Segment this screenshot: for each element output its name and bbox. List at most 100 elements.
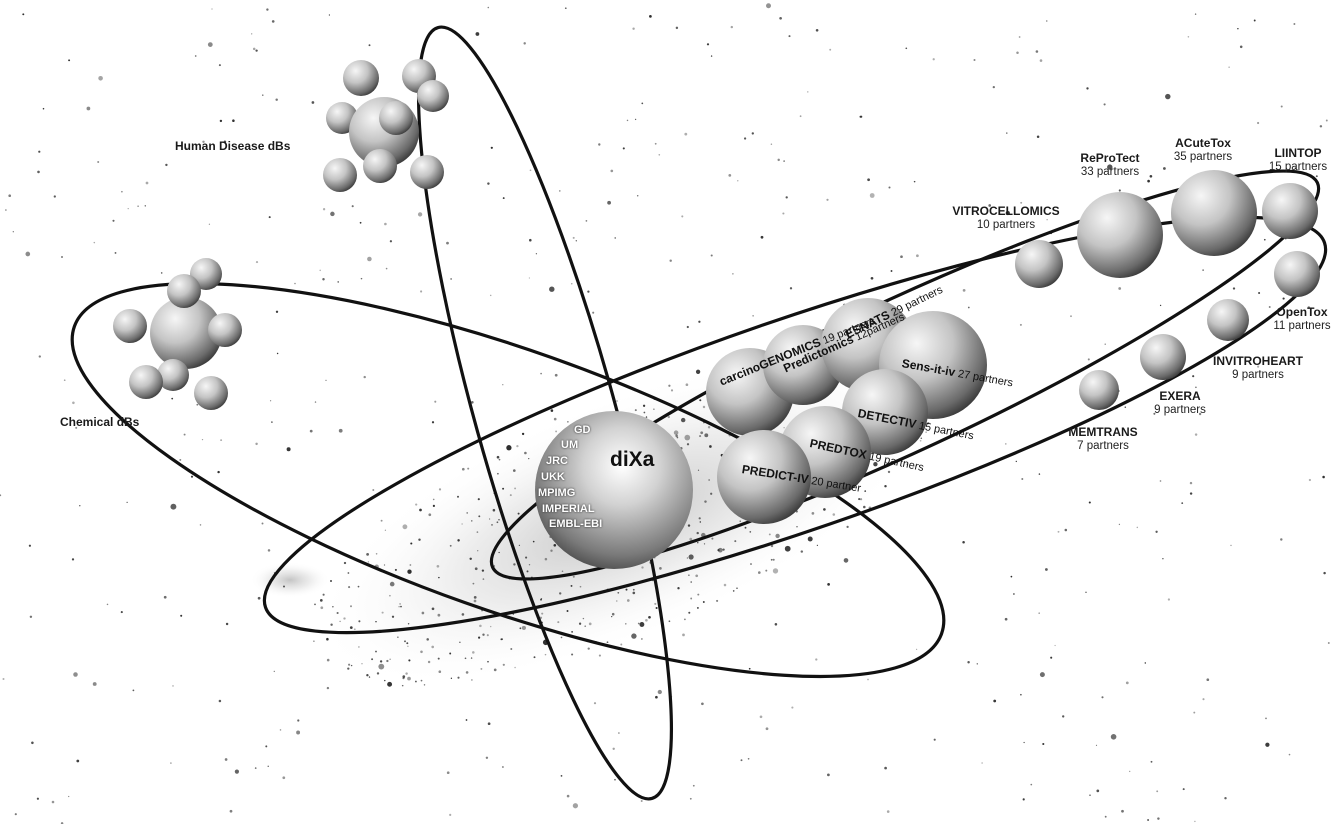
star [668, 385, 670, 387]
star [916, 649, 917, 650]
star [348, 664, 350, 666]
hub-member: MPIMG [538, 487, 575, 499]
star [648, 616, 651, 619]
star [626, 589, 628, 591]
star [219, 64, 221, 66]
star [827, 774, 830, 777]
star [1155, 531, 1157, 533]
project-sphere [1079, 370, 1119, 410]
star [682, 634, 685, 637]
db-sphere [167, 274, 201, 308]
star [217, 471, 219, 473]
star [1289, 754, 1291, 756]
star [384, 680, 385, 681]
star [1328, 642, 1330, 644]
star [320, 599, 323, 602]
star [2, 678, 4, 680]
star [487, 182, 489, 184]
star [1160, 305, 1161, 306]
star [385, 530, 386, 531]
star [251, 33, 252, 34]
star [339, 621, 340, 622]
star [369, 44, 371, 46]
star [272, 20, 275, 23]
star [61, 256, 63, 258]
star [72, 558, 74, 560]
star [701, 702, 704, 705]
star [447, 771, 450, 774]
star [487, 634, 489, 636]
star [1006, 132, 1007, 133]
star [681, 215, 683, 217]
star [637, 195, 638, 196]
star [1195, 13, 1196, 14]
star [275, 98, 277, 100]
star [422, 612, 425, 615]
star [773, 568, 778, 573]
star [402, 524, 407, 529]
star [115, 252, 117, 254]
star [612, 613, 615, 616]
star [993, 86, 995, 88]
star [516, 445, 518, 447]
star [884, 485, 886, 487]
star [1020, 324, 1022, 326]
star [319, 270, 320, 271]
star [775, 623, 778, 626]
star [421, 680, 423, 682]
star [973, 59, 975, 61]
star [255, 767, 257, 769]
star [833, 513, 836, 516]
star [462, 613, 465, 616]
star [1150, 175, 1153, 178]
star [698, 321, 700, 323]
star [579, 623, 581, 625]
star [704, 433, 708, 437]
star [748, 758, 750, 760]
star [771, 559, 773, 561]
star [513, 563, 515, 565]
star [1011, 576, 1013, 578]
star [607, 641, 609, 643]
star [31, 742, 34, 745]
star [1224, 797, 1226, 799]
star [1280, 538, 1282, 540]
star [734, 540, 736, 542]
human-disease-cluster [323, 59, 449, 192]
star [641, 103, 643, 105]
star [1105, 816, 1107, 818]
star [502, 766, 504, 768]
star [1111, 734, 1117, 740]
star [514, 667, 516, 669]
star [364, 376, 366, 378]
star [269, 216, 271, 218]
star [801, 550, 803, 552]
star [659, 567, 662, 570]
star [687, 557, 688, 558]
star [1126, 682, 1129, 685]
star [271, 421, 273, 423]
star [514, 487, 516, 489]
star [361, 278, 363, 280]
star [766, 727, 769, 730]
star [728, 174, 731, 177]
star [1037, 135, 1040, 138]
star [200, 524, 202, 526]
star [722, 548, 724, 550]
star [428, 513, 431, 516]
star [344, 562, 346, 564]
star [1086, 87, 1088, 89]
star [395, 569, 397, 571]
star [1062, 715, 1064, 717]
hub-member: JRC [546, 455, 568, 467]
star [576, 240, 577, 241]
star [1322, 476, 1325, 479]
star [639, 622, 644, 627]
star [433, 499, 435, 501]
project-label: LIINTOP15 partners [1269, 147, 1327, 174]
star [891, 270, 893, 272]
star [451, 678, 452, 679]
star [478, 637, 480, 639]
star [68, 796, 69, 797]
